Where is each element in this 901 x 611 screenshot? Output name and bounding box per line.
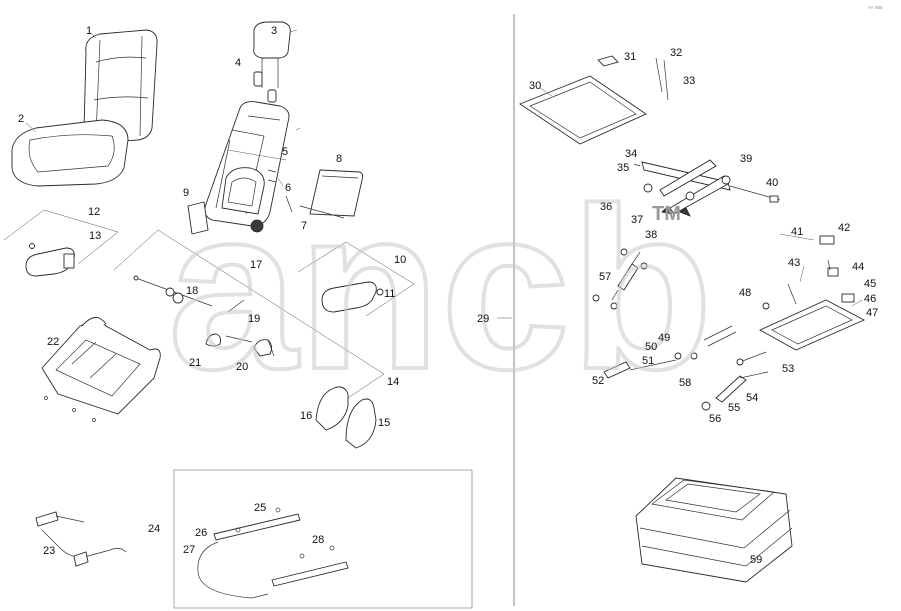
callout-36: 36	[600, 201, 612, 213]
part-seat-cushion	[11, 119, 129, 187]
callout-32: 32	[670, 47, 682, 59]
callout-47: 47	[866, 307, 878, 319]
callout-50: 50	[645, 341, 657, 353]
part-armrest-right	[321, 281, 384, 313]
watermark: ancb TM	[166, 158, 715, 419]
callout-41: 41	[791, 226, 803, 238]
callout-21: 21	[189, 357, 201, 369]
callout-3: 3	[271, 25, 277, 37]
part-armrest-left-region	[3, 209, 119, 265]
callout-13: 13	[89, 230, 101, 242]
part-armrest-left	[25, 243, 75, 277]
callout-53: 53	[782, 363, 794, 375]
part-scissor-linkage	[633, 159, 781, 217]
callout-49: 49	[658, 332, 670, 344]
callout-37: 37	[631, 214, 643, 226]
callout-45: 45	[864, 278, 876, 290]
part-seat-base	[41, 317, 161, 422]
callout-labels: 1234567891011121314151617181920212223242…	[18, 25, 878, 566]
trademark-mark: TM	[652, 203, 681, 225]
callout-29: 29	[477, 313, 489, 325]
callout-9: 9	[183, 187, 189, 199]
part-recline-knob	[205, 333, 221, 347]
callout-51: 51	[642, 355, 654, 367]
callout-11: 11	[384, 288, 395, 300]
part-armrest-right-region	[297, 241, 415, 317]
callout-44: 44	[852, 261, 864, 273]
part-lumbar-rod	[267, 169, 293, 213]
callout-26: 26	[195, 527, 207, 539]
watermark-text: ancb	[168, 160, 713, 417]
callout-5: 5	[282, 146, 288, 158]
callout-55: 55	[728, 402, 740, 414]
callout-14: 14	[387, 376, 399, 388]
callout-39: 39	[740, 153, 752, 165]
callout-12: 12	[88, 206, 100, 218]
part-lower-rail	[603, 352, 769, 411]
callout-42: 42	[838, 222, 850, 234]
part-side-cover-outer	[345, 398, 377, 449]
part-control-area-region	[113, 229, 385, 407]
part-gas-spring	[592, 248, 648, 310]
callout-30: 30	[529, 80, 541, 92]
callout-25: 25	[254, 502, 266, 514]
callout-16: 16	[300, 410, 312, 422]
part-side-cover-inner	[315, 386, 349, 431]
callout-40: 40	[766, 177, 778, 189]
part-backrest-cushion	[83, 29, 158, 144]
callout-17: 17	[250, 259, 262, 271]
callout-24: 24	[148, 523, 160, 535]
part-lock-mechanism	[225, 335, 275, 357]
callout-54: 54	[746, 392, 758, 404]
callout-23: 23	[43, 545, 55, 557]
part-slide-rails	[197, 507, 349, 599]
part-backrest-cover	[299, 169, 364, 219]
part-suspension-bellows	[635, 477, 793, 583]
part-suspension-top-plate	[519, 75, 647, 145]
leader-lines-right	[497, 233, 863, 319]
callout-48: 48	[739, 287, 751, 299]
part-headrest-guide	[253, 71, 277, 103]
callout-34: 34	[625, 148, 637, 160]
callout-18: 18	[186, 285, 198, 297]
part-slide-rail-assembly-region	[173, 469, 473, 609]
callout-19: 19	[248, 313, 260, 325]
callout-56: 56	[709, 413, 721, 425]
part-plate-rods	[655, 57, 669, 101]
part-backrest-frame	[204, 101, 301, 233]
part-lower-plate	[759, 235, 866, 351]
callout-38: 38	[645, 229, 657, 241]
callout-35: 35	[617, 162, 629, 174]
callout-46: 46	[864, 293, 876, 305]
callout-58: 58	[679, 377, 691, 389]
part-adjust-lever	[133, 275, 245, 313]
callout-33: 33	[683, 75, 695, 87]
part-side-bracket	[187, 201, 209, 235]
callout-10: 10	[394, 254, 406, 266]
callout-4: 4	[235, 57, 241, 69]
callout-31: 31	[624, 51, 636, 63]
part-plate-tab	[597, 55, 619, 67]
callout-15: 15	[378, 417, 390, 429]
callout-57: 57	[599, 271, 611, 283]
callout-20: 20	[236, 361, 248, 373]
callout-59: 59	[750, 554, 762, 566]
part-seat-belt	[35, 511, 127, 567]
callout-27: 27	[183, 544, 195, 556]
part-springs	[703, 302, 770, 366]
callout-43: 43	[788, 257, 800, 269]
callout-7: 7	[301, 220, 307, 232]
callout-6: 6	[285, 182, 291, 194]
callout-8: 8	[336, 153, 342, 165]
callout-2: 2	[18, 113, 24, 125]
corner-mark: «» sss	[868, 5, 883, 11]
callout-52: 52	[592, 375, 604, 387]
callout-22: 22	[47, 336, 59, 348]
callout-1: 1	[86, 25, 92, 37]
callout-28: 28	[312, 534, 324, 546]
